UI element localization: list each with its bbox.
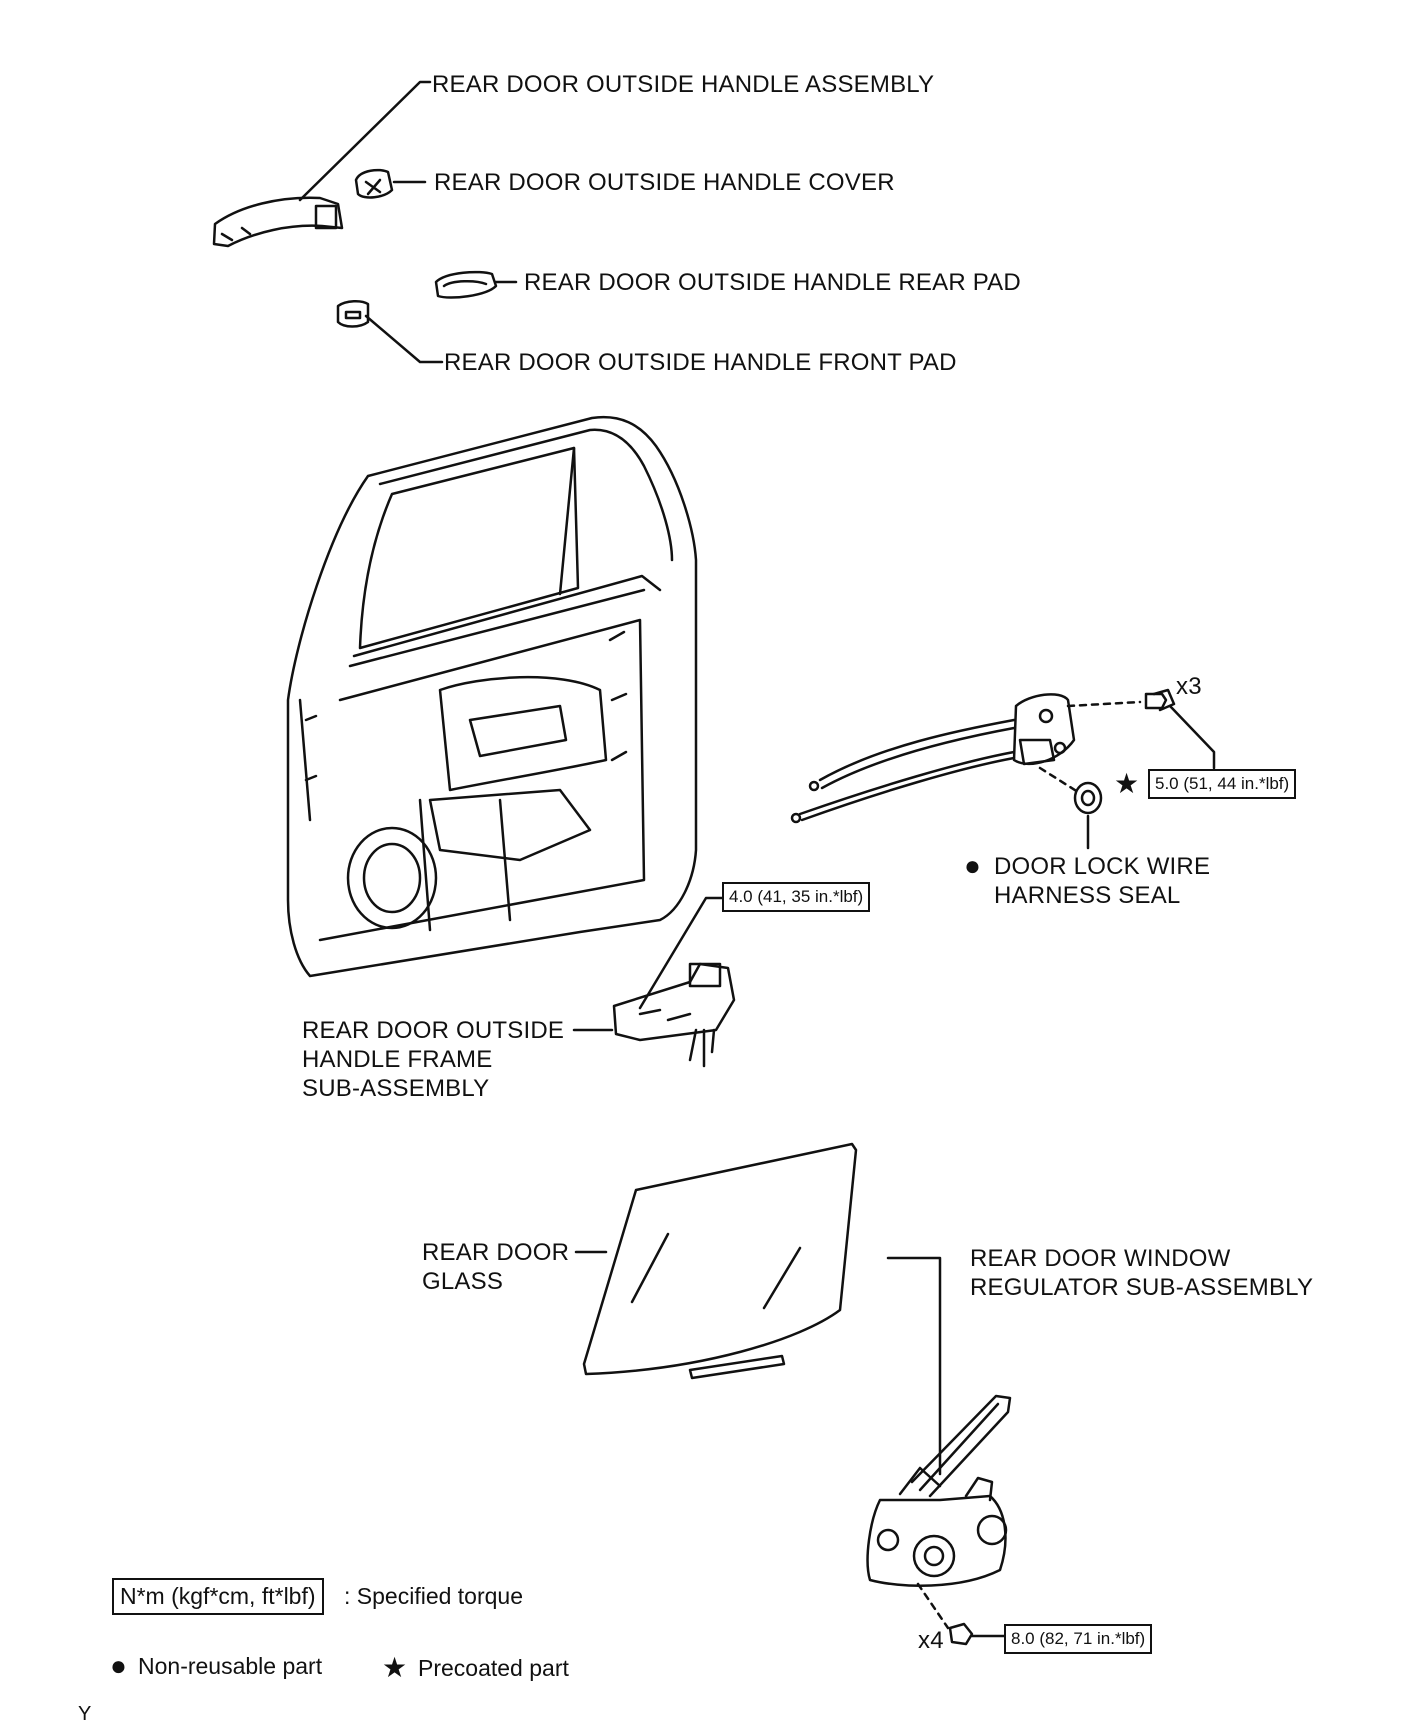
rear-door-glass-drawing — [574, 1142, 858, 1380]
torque-frame-bolt: 4.0 (41, 35 in.*lbf) — [722, 882, 871, 912]
precoated-symbol: ★ — [1114, 768, 1140, 799]
legend-torque-desc: : Specified torque — [344, 1583, 524, 1609]
label-outside-handle-assembly: REAR DOOR OUTSIDE HANDLE ASSEMBLY — [432, 71, 935, 98]
label-outside-handle-rear-pad: REAR DOOR OUTSIDE HANDLE REAR PAD — [524, 269, 1021, 296]
qty-regulator-bolts: x4 — [918, 1627, 944, 1654]
regulator-bolt-drawing — [948, 1622, 1006, 1646]
wire-harness-seal-drawing — [1073, 781, 1103, 850]
window-regulator-drawing — [866, 1256, 1012, 1630]
legend-torque-box: N*m (kgf*cm, ft*lbf) — [112, 1578, 324, 1615]
label-window-regulator: REAR DOOR WINDOW REGULATOR SUB-ASSEMBLY — [970, 1245, 1314, 1301]
label-rear-door-glass: REAR DOOR GLASS — [422, 1239, 570, 1295]
legend-precoated-icon: ★ — [382, 1652, 408, 1683]
rear-door-panel-drawing — [286, 415, 698, 978]
label-outside-handle-cover: REAR DOOR OUTSIDE HANDLE COVER — [434, 169, 895, 196]
outside-handle-cover-drawing — [354, 168, 427, 199]
illustration-code: Y — [78, 1703, 92, 1725]
qty-lock-bolts: x3 — [1176, 673, 1202, 700]
outside-handle-front-pad-drawing — [336, 300, 444, 364]
torque-lock-bolt: 5.0 (51, 44 in.*lbf) — [1148, 769, 1297, 799]
door-lock-assembly-drawing — [790, 693, 1142, 824]
lock-bolt-drawing — [1144, 688, 1216, 770]
label-outside-handle-front-pad: REAR DOOR OUTSIDE HANDLE FRONT PAD — [444, 349, 957, 376]
legend-non-reusable: Non-reusable part — [138, 1653, 323, 1679]
outside-handle-frame-drawing — [572, 896, 736, 1068]
label-door-lock-wire-harness-seal: DOOR LOCK WIRE HARNESS SEAL — [994, 853, 1211, 909]
torque-regulator-bolt: 8.0 (82, 71 in.*lbf) — [1004, 1624, 1153, 1654]
legend-precoated: Precoated part — [418, 1655, 569, 1681]
label-outside-handle-frame: REAR DOOR OUTSIDE HANDLE FRAME SUB-ASSEM… — [302, 1017, 565, 1102]
outside-handle-rear-pad-drawing — [434, 270, 518, 299]
outside-handle-assembly-drawing — [212, 80, 432, 248]
legend-non-reusable-icon: ● — [110, 1650, 127, 1681]
non-reusable-symbol: ● — [964, 850, 981, 881]
